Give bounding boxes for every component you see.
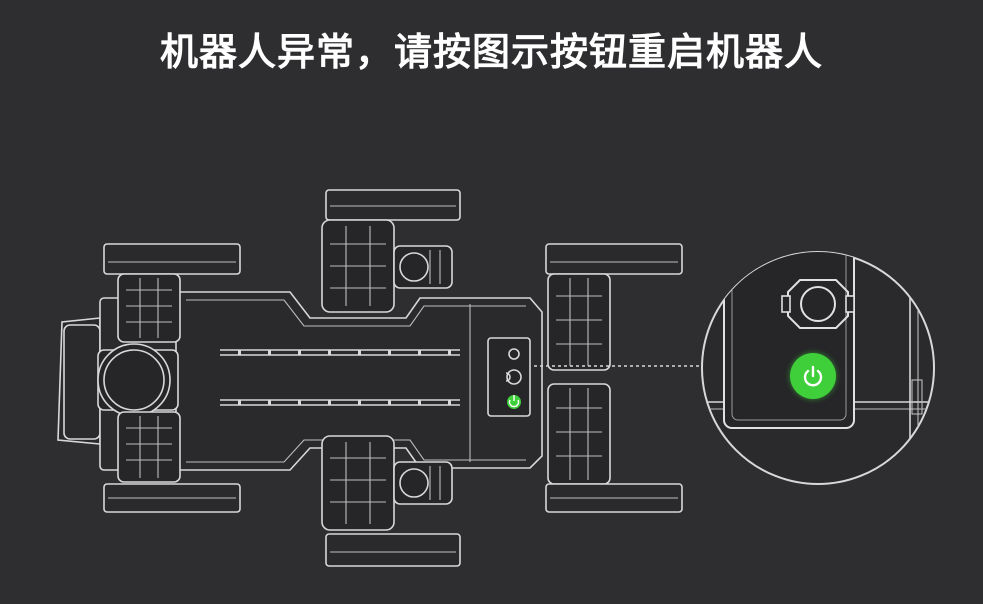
power-icon bbox=[800, 363, 826, 389]
power-button[interactable] bbox=[790, 353, 836, 399]
leg-middle-bottom bbox=[321, 435, 461, 567]
page-title: 机器人异常，请按图示按钮重启机器人 bbox=[159, 30, 823, 74]
charging-port-icon bbox=[781, 279, 855, 329]
leg-middle-top bbox=[321, 189, 461, 313]
leg-rear-top bbox=[545, 243, 683, 371]
leg-front-top bbox=[103, 243, 241, 343]
leg-rear-bottom bbox=[545, 383, 683, 513]
camera-pod bbox=[97, 343, 179, 417]
leg-front-bottom bbox=[103, 411, 241, 513]
